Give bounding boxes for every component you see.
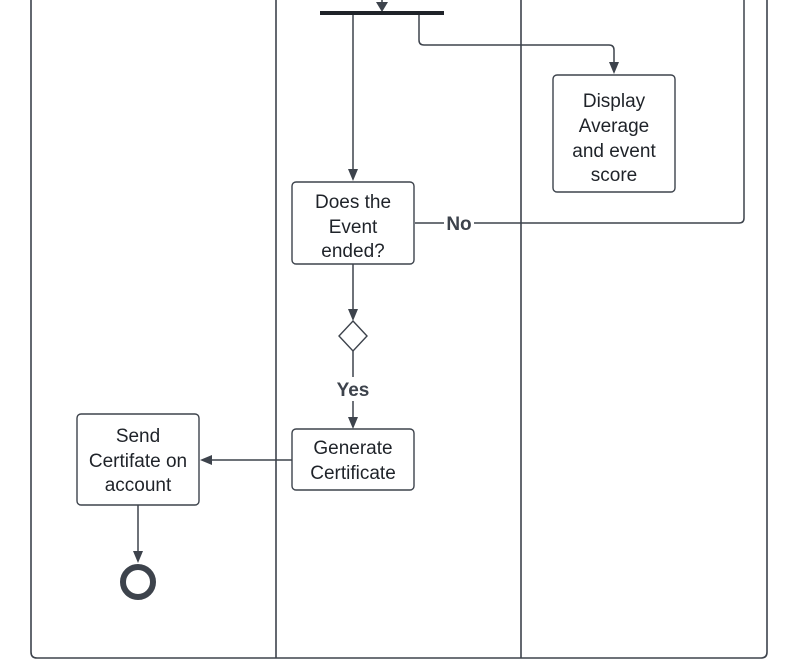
edge-label-no: No — [446, 214, 471, 235]
node-send-certificate: Send Certifate on account — [76, 413, 200, 506]
no-label-bg — [444, 211, 474, 235]
event-ended-line-3: ended? — [321, 241, 384, 262]
edge-event-ended-to-decision — [348, 264, 358, 321]
arrowhead — [376, 2, 388, 12]
send-certificate-line-3: account — [105, 475, 172, 496]
node-generate-certificate: Generate Certificate — [291, 428, 415, 491]
send-certificate-line-1: Send — [116, 426, 160, 447]
arrowhead — [200, 455, 212, 465]
display-average-line-3: and event — [572, 141, 656, 162]
arrowhead — [133, 551, 143, 563]
edge-fork-to-event-ended — [348, 15, 358, 181]
edge-yes: Yes — [334, 351, 372, 429]
event-ended-line-1: Does the — [315, 192, 391, 213]
node-display-average: Display Average and event score — [552, 74, 676, 193]
node-event-ended: Does the Event ended? — [291, 181, 415, 265]
display-average-box — [552, 74, 676, 193]
edge-send-to-final — [133, 505, 143, 563]
swimlane-frame — [30, 0, 768, 659]
edge-no-loop: No — [415, 0, 745, 235]
decision-diamond — [338, 319, 368, 353]
event-ended-line-2: Event — [329, 217, 378, 238]
arrowhead — [609, 62, 619, 74]
arrowhead — [348, 309, 358, 321]
display-average-line-1: Display — [583, 91, 646, 112]
yes-label-bg — [334, 377, 372, 401]
display-average-line-2: Average — [579, 116, 649, 137]
display-average-line-4: score — [591, 165, 637, 186]
arrowhead — [348, 417, 358, 429]
edge-label-yes: Yes — [337, 380, 370, 401]
frame-left-edge — [30, 0, 768, 659]
edge-into-fork — [376, 0, 388, 12]
generate-certificate-line-2: Certificate — [310, 463, 396, 484]
edge-generate-to-send — [200, 455, 292, 465]
edge-fork-to-display-average — [418, 15, 619, 74]
activity-final-node — [120, 564, 156, 600]
send-certificate-line-2: Certifate on — [89, 451, 187, 472]
arrowhead — [348, 169, 358, 181]
generate-certificate-line-1: Generate — [313, 438, 392, 459]
